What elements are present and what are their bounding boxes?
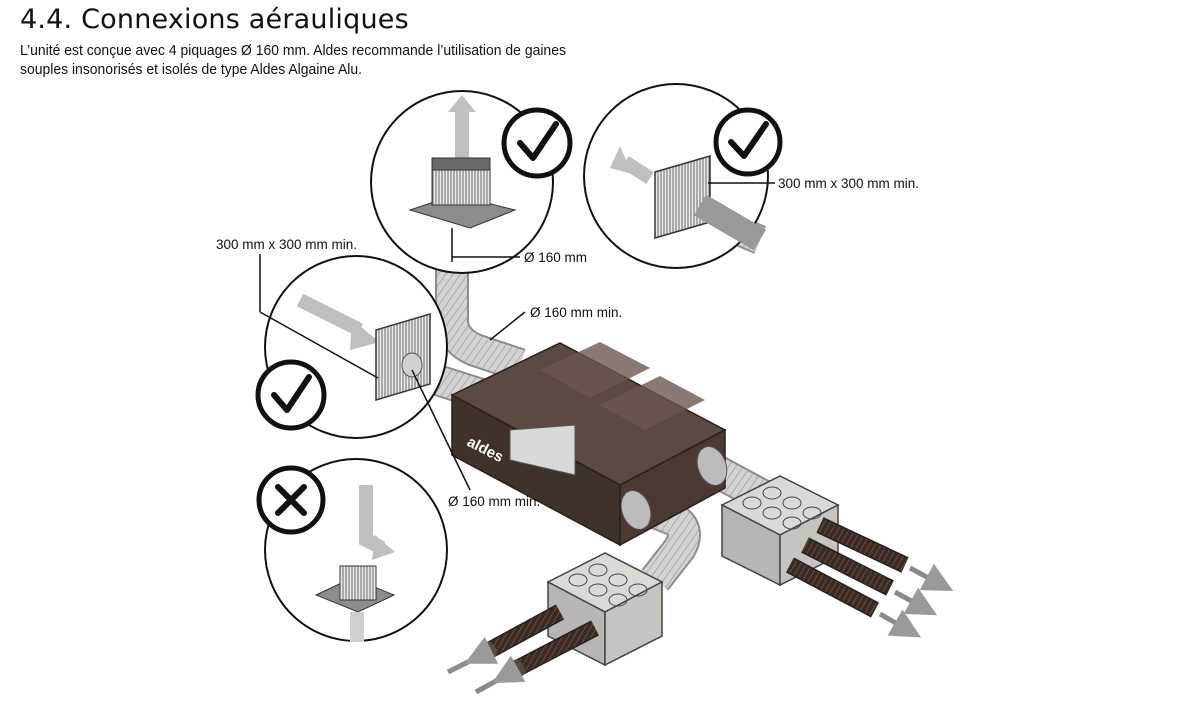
airflow-arrow-icon xyxy=(908,563,954,592)
airflow-arrow-icon xyxy=(446,636,499,675)
check-circle-icon xyxy=(501,107,573,179)
intro-line-2: souples insonorisés et isolés de type Al… xyxy=(20,61,362,78)
intro-paragraph: L’unité est conçue avec 4 piquages Ø 160… xyxy=(20,41,671,79)
check-circle-icon xyxy=(255,359,327,431)
callout-duct-top-diameter: Ø 160 mm min. xyxy=(530,305,622,320)
callout-roof-outlet-diameter: Ø 160 mm xyxy=(524,250,587,265)
insulated-ducts-right xyxy=(786,517,954,638)
insulated-ducts-left xyxy=(446,604,599,695)
airflow-arrow-icon xyxy=(893,587,938,616)
airflow-arrow-icon xyxy=(878,609,922,638)
callout-grille-size-left: 300 mm x 300 mm min. xyxy=(216,237,357,252)
detail-roof-outlet-correct xyxy=(370,90,573,274)
detail-wall-grille-right-correct xyxy=(583,83,783,269)
ventilation-unit: aldes xyxy=(450,342,728,547)
callout-grille-size-right: 300 mm x 300 mm min. xyxy=(778,176,919,191)
detail-roof-outlet-incorrect xyxy=(256,458,448,642)
callout-leaders xyxy=(259,254,526,491)
intro-line-1: L’unité est conçue avec 4 piquages Ø 160… xyxy=(20,42,566,59)
distribution-box-left xyxy=(546,552,664,667)
callout-duct-left-diameter: Ø 160 mm min. xyxy=(448,494,540,509)
detail-wall-grille-left-correct xyxy=(255,255,448,439)
airflow-arrow-icon xyxy=(474,655,526,695)
check-circle-icon xyxy=(713,107,783,177)
cross-circle-icon xyxy=(256,465,326,535)
page-title: 4.4. Connexions aérauliques xyxy=(20,4,409,35)
